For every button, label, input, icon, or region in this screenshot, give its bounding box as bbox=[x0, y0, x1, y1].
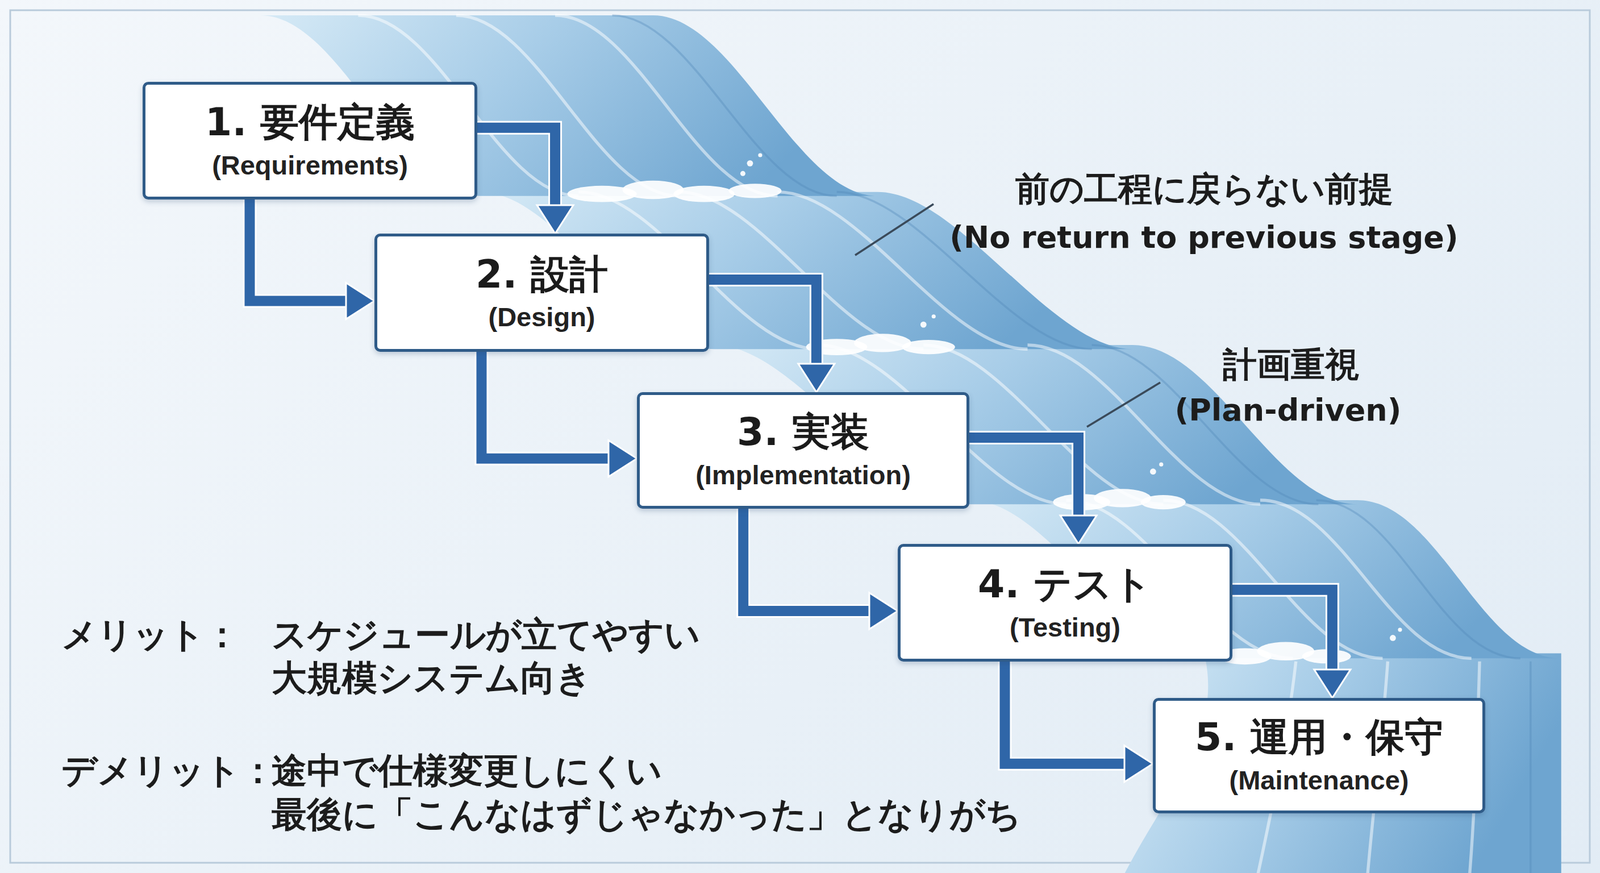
water-fall bbox=[1122, 652, 1561, 873]
process-box: 2. 設計(Design) bbox=[374, 233, 710, 352]
arrow-line bbox=[477, 127, 556, 206]
step-title: 3. 実装 bbox=[736, 408, 870, 456]
flow-arrow bbox=[969, 437, 1097, 544]
step-title: 1. 要件定義 bbox=[205, 98, 415, 146]
arrow-line bbox=[481, 351, 609, 459]
step-subtitle: (Design) bbox=[488, 300, 596, 335]
arrow-outline bbox=[709, 279, 817, 364]
arrow-head bbox=[798, 363, 835, 393]
step-title: 4. テスト bbox=[977, 560, 1153, 608]
process-box: 4. テスト(Testing) bbox=[897, 543, 1233, 662]
arrow-outline bbox=[1004, 661, 1125, 764]
arrow-line bbox=[969, 437, 1079, 516]
arrow-line bbox=[249, 199, 347, 302]
arrow-outline bbox=[969, 437, 1079, 516]
arrow-head bbox=[1060, 515, 1097, 544]
note-text: スケジュールが立てやすい bbox=[271, 613, 700, 656]
arrow-outline bbox=[249, 199, 347, 302]
flow-arrow bbox=[249, 199, 375, 320]
note-text: 途中で仕様変更しにくい bbox=[271, 749, 662, 792]
arrow-outline bbox=[1232, 589, 1333, 670]
arrow-line bbox=[1004, 661, 1125, 764]
step-subtitle: (Testing) bbox=[1009, 610, 1121, 645]
arrow-head bbox=[1124, 745, 1153, 782]
callout-text: 前の工程に戻らない前提 bbox=[1015, 168, 1394, 210]
step-title: 2. 設計 bbox=[475, 251, 608, 298]
water-shade bbox=[612, 15, 1531, 873]
note-text: 最後に「こんなはずじゃなかった」となりがち bbox=[271, 793, 1022, 836]
step-subtitle: (Requirements) bbox=[211, 148, 408, 183]
flow-arrow bbox=[1004, 661, 1153, 782]
step-subtitle: (Maintenance) bbox=[1229, 763, 1410, 798]
water-streaks bbox=[357, 15, 1480, 873]
flow-arrow bbox=[477, 127, 574, 234]
note-text: メリット： bbox=[61, 613, 240, 656]
frame bbox=[10, 10, 1590, 863]
water-fall bbox=[969, 500, 1562, 658]
callout-text: 計画重視 bbox=[1222, 343, 1360, 385]
arrow-head bbox=[1314, 669, 1351, 698]
note-text: 大規模システム向き bbox=[271, 656, 592, 699]
step-subtitle: (Implementation) bbox=[695, 458, 911, 493]
arrow-head bbox=[346, 282, 375, 320]
process-box: 3. 実装(Implementation) bbox=[636, 392, 970, 509]
flow-arrow bbox=[1232, 589, 1351, 698]
note-text: デメリット： bbox=[61, 749, 276, 792]
arrow-line bbox=[1232, 589, 1333, 670]
arrow-line bbox=[743, 508, 870, 611]
flow-arrow bbox=[709, 279, 835, 393]
arrow-head bbox=[869, 592, 898, 629]
callout-text: (Plan-driven) bbox=[1175, 392, 1402, 429]
flow-arrow bbox=[481, 351, 637, 477]
arrow-outline bbox=[477, 127, 556, 206]
arrow-line bbox=[709, 279, 817, 364]
step-title: 5. 運用・保守 bbox=[1194, 713, 1444, 761]
callout-text: (No return to previous stage) bbox=[949, 219, 1458, 257]
flow-arrow bbox=[743, 508, 898, 629]
process-box: 1. 要件定義(Requirements) bbox=[142, 81, 478, 200]
arrow-outline bbox=[743, 508, 870, 611]
arrow-head bbox=[608, 440, 637, 477]
arrow-outline bbox=[481, 351, 609, 459]
arrow-head bbox=[536, 205, 574, 234]
process-box: 5. 運用・保守(Maintenance) bbox=[1152, 697, 1486, 814]
